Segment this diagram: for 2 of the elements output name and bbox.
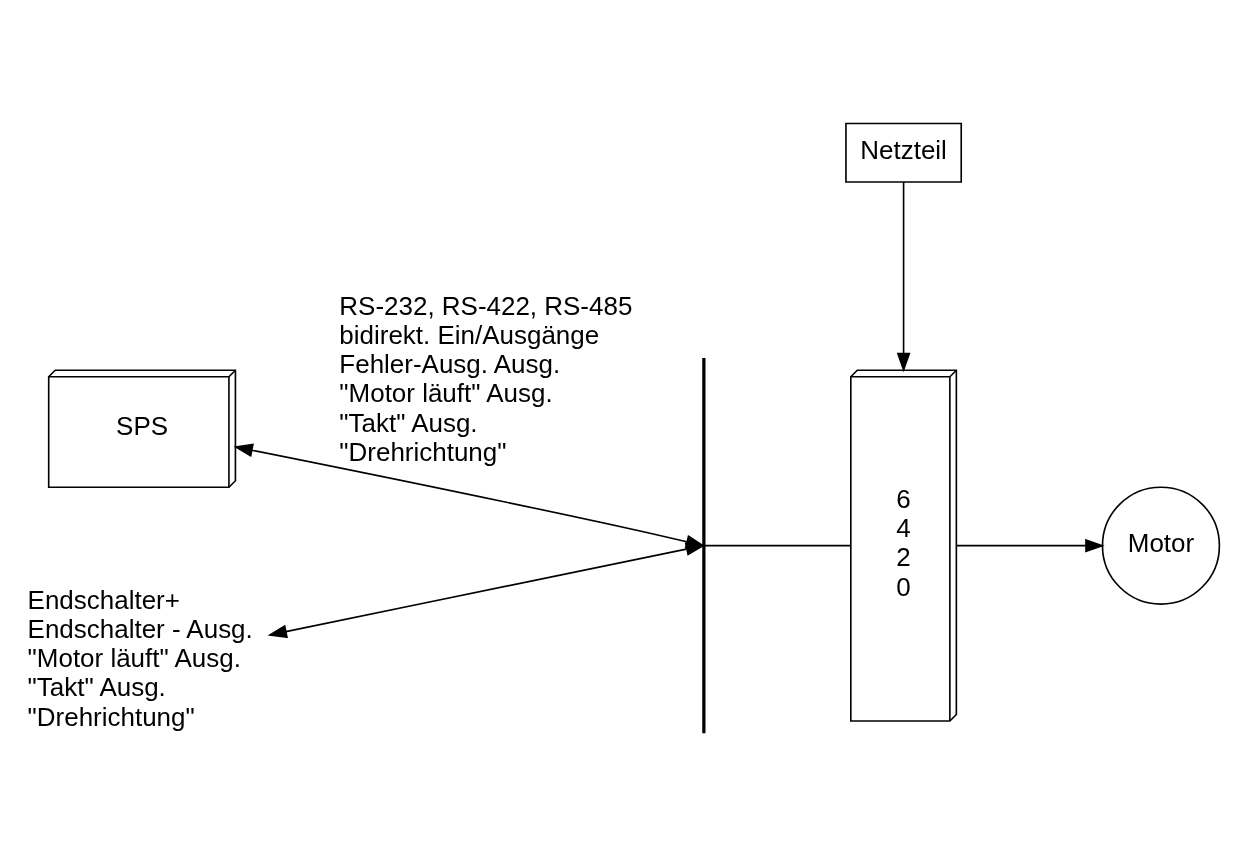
edge-label: RS-232, RS-422, RS-485 bidirekt. Ein/Ausgänge Fehler-Ausg. Ausg. "Motor läuft" Ausg. "Takt" Ausg. "Drehrichtung"	[339, 290, 633, 467]
node-text: Endschalter+ Endschalter - Ausg. "Motor läuft" Ausg. "Takt" Ausg. "Drehrichtung"	[27, 584, 253, 732]
